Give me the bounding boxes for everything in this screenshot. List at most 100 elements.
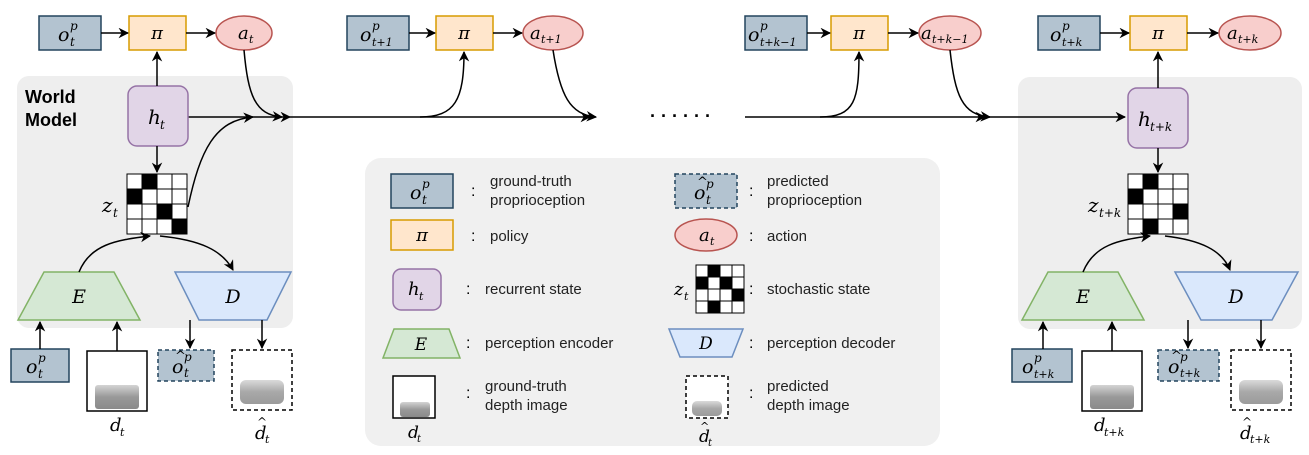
svg-text::: : <box>466 385 470 402</box>
legend-label-policy: policy <box>490 228 529 245</box>
legend-label-action: action <box>767 228 807 245</box>
legend-observation-box <box>390 173 454 209</box>
svg-text:o: o <box>58 24 69 46</box>
svg-text:^: ^ <box>700 420 709 433</box>
encoder-trapezoid-t <box>16 271 142 321</box>
timeline-ellipsis: · · · · · · <box>650 106 711 126</box>
legend-panel <box>365 158 940 446</box>
decoder-trapezoid-t <box>173 271 293 321</box>
legend-label-recurrent: recurrent state <box>485 281 582 298</box>
encoder-trapezoid-t-plus-k <box>1020 271 1146 321</box>
svg-text:a: a <box>921 23 932 44</box>
svg-text:t: t <box>419 290 424 303</box>
recurrent-state-box-t <box>127 85 189 147</box>
svg-text:t+k: t+k <box>1238 33 1259 46</box>
observation-input-t-plus-k <box>1011 348 1073 383</box>
svg-text::: : <box>471 228 475 245</box>
svg-text:o: o <box>1050 24 1061 46</box>
svg-text:z: z <box>1087 193 1099 217</box>
svg-text:π: π <box>1151 23 1165 44</box>
legend-label-gt-depth-1: ground-truth <box>485 378 567 395</box>
svg-text:t: t <box>708 438 713 449</box>
svg-text:o: o <box>1022 356 1033 378</box>
legend-label-encoder: perception encoder <box>485 335 613 352</box>
svg-text:D: D <box>698 334 713 354</box>
stochastic-state-grid-t-plus-k <box>1127 173 1189 235</box>
svg-text::: : <box>749 335 753 352</box>
svg-text:D: D <box>224 286 240 308</box>
svg-text::: : <box>466 281 470 298</box>
svg-text::: : <box>466 335 470 352</box>
legend-action-ellipse <box>674 218 738 252</box>
svg-text:t+k: t+k <box>1062 36 1083 49</box>
svg-text:t+k: t+k <box>1150 120 1172 134</box>
legend-label-pred-depth-1: predicted <box>767 378 829 395</box>
legend-policy-box <box>390 219 454 251</box>
svg-text:t+k−1: t+k−1 <box>760 36 797 49</box>
svg-text:t+k: t+k <box>1034 368 1055 381</box>
observation-input-t <box>10 348 70 383</box>
svg-text:t+k: t+k <box>1180 367 1201 380</box>
svg-text::: : <box>471 183 475 200</box>
svg-text:d: d <box>1240 423 1252 444</box>
svg-text:p: p <box>372 19 380 33</box>
svg-text:π: π <box>150 23 164 44</box>
svg-text:p: p <box>1180 350 1188 364</box>
svg-text::: : <box>749 183 753 200</box>
svg-text:t+k: t+k <box>1250 433 1271 446</box>
svg-text:t: t <box>710 235 715 248</box>
legend-label-pred-proprio-1: predicted <box>767 173 829 190</box>
svg-text:o: o <box>694 182 705 204</box>
svg-text:a: a <box>238 23 249 44</box>
svg-text:d: d <box>699 427 710 447</box>
svg-text:t+k: t+k <box>1099 206 1121 220</box>
svg-text:t+1: t+1 <box>541 33 562 46</box>
svg-text:p: p <box>706 177 714 191</box>
svg-text:a: a <box>699 225 710 246</box>
svg-text:d: d <box>255 423 267 444</box>
svg-text:a: a <box>1227 23 1238 44</box>
legend-stochastic-grid <box>695 264 745 314</box>
svg-text:t: t <box>265 433 270 446</box>
svg-text::: : <box>749 281 753 298</box>
legend-label-decoder: perception decoder <box>767 335 895 352</box>
svg-text:o: o <box>1168 356 1179 378</box>
svg-text:t+1: t+1 <box>372 36 393 49</box>
svg-text:o: o <box>360 24 371 46</box>
svg-text:z: z <box>101 193 113 217</box>
legend-decoder-trapezoid <box>667 328 745 358</box>
svg-text:o: o <box>410 182 421 204</box>
svg-text:t: t <box>38 367 43 381</box>
svg-text:a: a <box>530 23 541 44</box>
svg-text:t+k−1: t+k−1 <box>932 33 969 46</box>
svg-text:t: t <box>113 206 118 220</box>
legend-encoder-trapezoid <box>381 328 462 359</box>
svg-text:p: p <box>422 177 430 191</box>
svg-text:p: p <box>1062 19 1070 33</box>
legend-label-pred-depth-2: depth image <box>767 397 850 414</box>
stochastic-state-grid-t <box>126 173 188 235</box>
svg-text:t: t <box>684 290 689 303</box>
svg-text:^: ^ <box>257 415 267 429</box>
svg-text:^: ^ <box>175 349 186 364</box>
svg-text:^: ^ <box>697 175 708 190</box>
predicted-observation-t-plus-k <box>1157 349 1220 382</box>
svg-text:t: t <box>70 35 75 49</box>
predicted-observation-t <box>157 349 215 382</box>
svg-text:z: z <box>673 279 684 300</box>
legend-label-pred-proprio-2: proprioception <box>767 192 862 209</box>
svg-text:h: h <box>1138 107 1151 131</box>
svg-text:π: π <box>415 225 429 246</box>
svg-text:t: t <box>417 434 422 445</box>
legend-label-gt-depth-2: depth image <box>485 397 568 414</box>
svg-text:d: d <box>1094 415 1106 436</box>
svg-text:t+k: t+k <box>1104 426 1125 439</box>
svg-text:E: E <box>1075 286 1090 308</box>
svg-text:^: ^ <box>1171 349 1182 364</box>
svg-text:h: h <box>408 279 420 300</box>
legend-predicted-observation-box <box>674 173 738 209</box>
recurrent-state-box-t-plus-k <box>1127 87 1189 149</box>
svg-text:t: t <box>184 366 189 380</box>
svg-text:p: p <box>184 350 192 364</box>
